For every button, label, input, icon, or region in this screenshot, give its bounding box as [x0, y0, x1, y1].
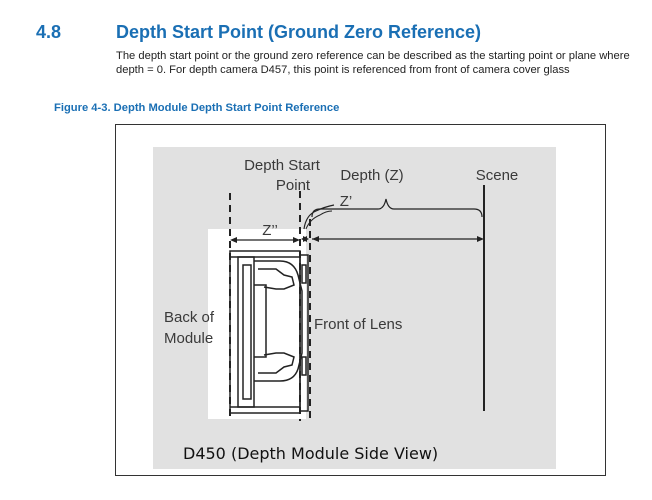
label-front-of-lens: Front of Lens: [314, 316, 402, 333]
label-depth-start-line1: Depth Start: [244, 157, 321, 174]
depth-z-arrowhead-right: [477, 236, 484, 242]
label-back-of-line2: Module: [164, 330, 213, 347]
z-prime-leader: [303, 204, 335, 230]
label-depth-start-line2: Point: [276, 177, 311, 194]
figure-frame: Depth Start Point Depth (Z) Scene Z’ Z’’…: [115, 124, 606, 476]
z-prime-leader-2: [305, 210, 333, 230]
depth-z-brace: [311, 198, 483, 218]
label-depth-z: Depth (Z): [340, 167, 403, 184]
figure-caption: Figure 4-3. Depth Module Depth Start Poi…: [54, 102, 340, 114]
label-z-prime: Z’: [340, 193, 353, 210]
label-z-double-prime: Z’’: [262, 222, 278, 239]
label-scene: Scene: [476, 167, 519, 184]
section-number: 4.8: [36, 22, 62, 42]
depth-z-arrowhead-left: [312, 236, 319, 242]
section-body-text: The depth start point or the ground zero…: [116, 50, 630, 76]
z-double-prime-arrowhead-right: [293, 237, 300, 243]
z-double-prime-arrowhead-left: [230, 237, 237, 243]
depth-module-diagram: Depth Start Point Depth (Z) Scene Z’ Z’’…: [153, 147, 556, 469]
figure-footer-label: D450 (Depth Module Side View): [183, 444, 438, 463]
z-prime-arrowhead-right: [303, 236, 309, 242]
label-back-of-line1: Back of: [164, 309, 215, 326]
module-outline: [229, 250, 309, 414]
section-title: Depth Start Point (Ground Zero Reference…: [116, 22, 482, 42]
